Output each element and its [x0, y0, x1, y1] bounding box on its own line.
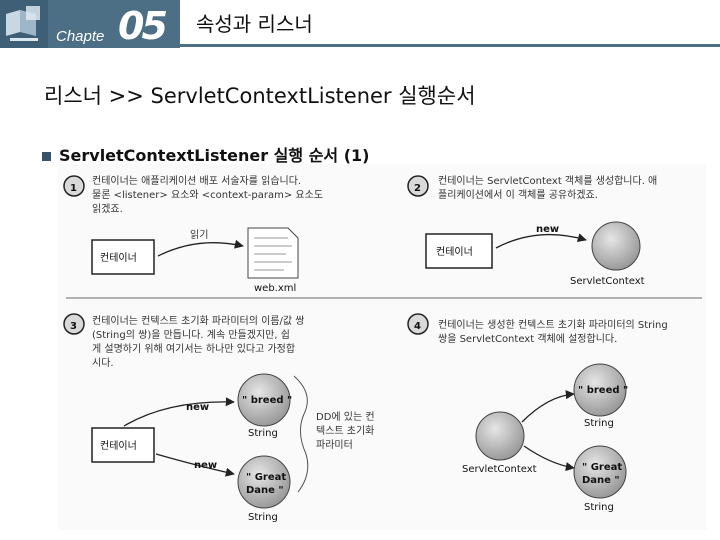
step-3-container-label: 컨테이너 [100, 440, 137, 452]
step-3: 3 컨테이너는 컨텍스트 초기화 파라미터의 이름/값 쌍 (String의 쌍… [63, 313, 375, 523]
step-3-bubble-2-type: String [248, 512, 278, 523]
step-2: 2 컨테이너는 ServletContext 객체를 생성합니다. 애 플리케이… [407, 175, 657, 287]
step-3-note-line-3: 파라미터 [316, 439, 353, 451]
step-4: 4 컨테이너는 생성한 컨텍스트 초기화 파라미터의 String 쌍을 Ser… [407, 313, 668, 513]
step-3-badge [63, 313, 85, 335]
bullet-item: ServletContextListener 실행 순서 (1) [42, 142, 369, 166]
step-4-bubble-1: " breed " [578, 385, 628, 396]
step-2-number: 2 [414, 183, 421, 194]
step-4-arrow-2 [523, 445, 575, 472]
step-2-new-label: new [536, 224, 559, 235]
step-3-bubble-1: " breed " [242, 395, 292, 406]
header-rule [180, 44, 720, 47]
step-4-text-line-1: 컨테이너는 생성한 컨텍스트 초기화 파라미터의 String [438, 319, 668, 331]
chapter-number: 05 [118, 4, 168, 48]
step-3-text-line-3: 게 설명하기 위해 여기서는 하나만 있다고 가정합 [92, 342, 295, 355]
breed-string-object [237, 373, 291, 427]
step-3-new-arrow-1 [123, 397, 235, 427]
step-2-object-label: ServletContext [570, 276, 645, 287]
step-2-container-box [425, 233, 493, 269]
step-4-object-label: ServletContext [462, 464, 537, 475]
step-2-text-line-1: 컨테이너는 ServletContext 객체를 생성합니다. 애 [438, 175, 657, 187]
step-2-badge [407, 175, 429, 197]
step-1: 1 컨테이너는 애플리케이션 배포 서술자를 읽습니다. 물론 <listene… [63, 174, 323, 294]
step-1-text-line-1: 컨테이너는 애플리케이션 배포 서술자를 읽습니다. [92, 174, 301, 187]
listener-sequence-figure: 1 컨테이너는 애플리케이션 배포 서술자를 읽습니다. 물론 <listene… [58, 164, 706, 530]
step-4-servlet-context-object [475, 411, 525, 461]
step-3-number: 3 [70, 321, 77, 332]
step-1-container-label: 컨테이너 [100, 252, 137, 264]
step-2-new-arrow [495, 233, 587, 249]
bullet-text: ServletContextListener 실행 순서 (1) [59, 146, 370, 165]
step-4-arrow-1 [521, 390, 575, 423]
step-2-text-line-2: 플리케이션에서 이 객체를 공유하겠죠. [438, 188, 598, 201]
book-logo-icon [0, 0, 48, 48]
note-brace [293, 375, 309, 493]
step-1-read-arrow [157, 239, 244, 257]
step-1-text-line-3: 읽겠죠. [92, 202, 123, 215]
step-3-text-line-4: 시다. [92, 357, 114, 369]
step-3-bubble-1-type: String [248, 428, 278, 439]
servlet-context-object [591, 221, 641, 271]
bullet-square-icon [42, 152, 51, 161]
step-4-great-dane-string-object [573, 445, 627, 499]
step-3-container-box [91, 427, 155, 463]
chapter-label: Chapte [56, 28, 105, 45]
step-4-bubble-1-type: String [584, 418, 614, 429]
step-3-note-line-1: DD에 있는 컨 [316, 411, 375, 423]
slide-title: 리스너 >> ServletContextListener 실행순서 [44, 84, 476, 108]
great-dane-string-object [237, 455, 291, 509]
step-3-text-line-2: (String의 쌍)을 만듭니다. 계속 만들겠지만, 쉽 [92, 329, 290, 341]
step-4-bubble-2-type: String [584, 502, 614, 513]
step-3-note-line-2: 텍스트 초기화 [316, 425, 374, 437]
step-4-bubble-2-line-2: Dane " [582, 475, 620, 486]
step-1-read-label: 읽기 [190, 228, 208, 241]
step-4-breed-string-object [573, 363, 627, 417]
step-3-new-label-2: new [194, 460, 217, 471]
step-1-badge [63, 175, 85, 197]
figure-canvas: 1 컨테이너는 애플리케이션 배포 서술자를 읽습니다. 물론 <listene… [63, 174, 702, 523]
step-3-new-label-1: new [186, 402, 209, 413]
web-xml-file-icon [247, 227, 299, 279]
slide-header: Chapte 05 속성과 리스너 [0, 0, 720, 48]
step-3-bubble-2-line-2: Dane " [246, 485, 284, 496]
step-1-container-box [91, 239, 155, 275]
step-4-number: 4 [414, 321, 421, 332]
step-3-new-arrow-2 [155, 453, 235, 477]
step-4-badge [407, 313, 429, 335]
step-3-text-line-1: 컨테이너는 컨텍스트 초기화 파라미터의 이름/값 쌍 [92, 315, 304, 327]
chapter-title: 속성과 리스너 [196, 12, 313, 36]
step-4-text-line-2: 쌍을 ServletContext 객체에 설정합니다. [438, 333, 617, 345]
step-1-number: 1 [70, 183, 77, 194]
step-3-bubble-2-line-1: " Great [246, 472, 286, 483]
step-1-text-line-2: 물론 <listener> 요소와 <context-param> 요소도 [92, 189, 323, 201]
step-1-file-label: web.xml [254, 283, 296, 294]
step-2-container-label: 컨테이너 [436, 246, 473, 258]
step-4-bubble-2-line-1: " Great [582, 462, 622, 473]
